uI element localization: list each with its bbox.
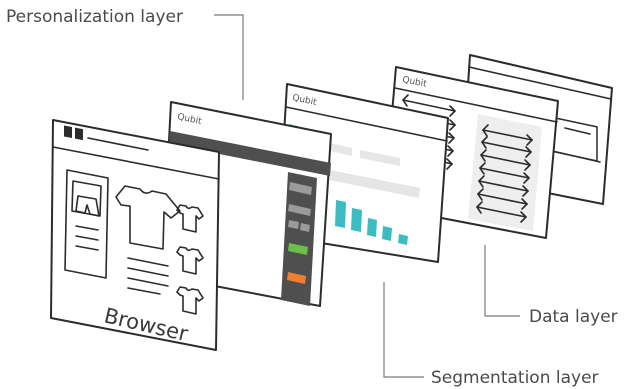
browser-panel: Browser xyxy=(50,119,220,351)
data-callout: Data layer xyxy=(484,245,618,327)
shorts-icon xyxy=(64,169,109,279)
personalization-layer-label: Personalization layer xyxy=(6,7,183,27)
double-arrow-icon xyxy=(477,188,528,210)
data-layer-label: Data layer xyxy=(529,307,618,327)
t-shirt-icon xyxy=(176,204,204,233)
double-arrow-icon xyxy=(480,149,531,171)
t-shirt-icon xyxy=(176,246,204,275)
data-layer-logo: Qubit xyxy=(401,75,427,90)
t-shirt-icon xyxy=(176,286,204,315)
double-arrow-icon xyxy=(479,162,530,184)
double-arrow-icon xyxy=(482,124,533,146)
double-arrow-icon xyxy=(402,94,456,117)
double-arrow-icon xyxy=(476,201,527,223)
t-shirt-icon xyxy=(115,185,181,250)
segmentation-layer-label: Segmentation layer xyxy=(431,368,599,388)
data-layer-arrows xyxy=(402,94,533,223)
green-action-block xyxy=(288,243,308,255)
orange-action-block xyxy=(287,272,306,284)
personalization-callout: Personalization layer xyxy=(6,7,244,100)
double-arrow-icon xyxy=(478,175,529,197)
segmentation-bar-chart xyxy=(335,200,408,245)
double-arrow-icon xyxy=(481,136,532,158)
personalization-header-bar xyxy=(169,131,331,176)
segmentation-callout: Segmentation layer xyxy=(383,282,599,388)
